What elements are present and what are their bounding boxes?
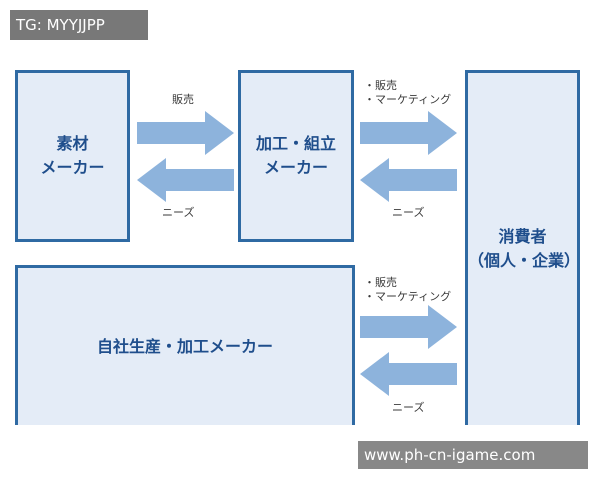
arrow-right-sales-3: [360, 305, 460, 349]
material-maker-line-1: 素材: [56, 134, 89, 153]
arrow-right-sales-1: [137, 111, 237, 155]
label-needs-3: ニーズ: [392, 401, 425, 414]
material-maker-box: 素材 メーカー: [15, 70, 130, 242]
material-maker-line-2: メーカー: [40, 158, 105, 177]
inhouse-maker-box: 自社生産・加工メーカー: [15, 265, 355, 425]
label-sales-marketing-1-line-1: ・販売: [364, 79, 397, 92]
label-sales-1: 販売: [172, 93, 194, 106]
arrow-left-needs-3: [360, 352, 460, 396]
arrow-right-sales-2: [360, 111, 460, 155]
processing-maker-line-1: 加工・組立: [255, 134, 336, 153]
label-needs-1: ニーズ: [162, 206, 195, 219]
label-sales-marketing-2-line-1: ・販売: [364, 276, 397, 289]
processing-maker-box: 加工・組立 メーカー: [238, 70, 354, 242]
label-needs-2: ニーズ: [392, 206, 425, 219]
label-sales-marketing-1-line-2: ・マーケティング: [364, 93, 452, 106]
watermark-top-left: TG: MYYJJPP: [10, 10, 148, 40]
consumer-line-1: 消費者: [498, 227, 547, 246]
inhouse-maker-line-1: 自社生産・加工メーカー: [96, 336, 273, 356]
arrow-left-needs-1: [137, 158, 237, 202]
label-sales-marketing-1: ・販売 ・マーケティング: [364, 79, 451, 107]
processing-maker-line-2: メーカー: [263, 158, 328, 177]
consumer-line-2: （個人・企業）: [468, 251, 581, 270]
consumer-box: 消費者 （個人・企業）: [465, 70, 580, 425]
watermark-bottom-right: www.ph-cn-igame.com: [358, 441, 588, 469]
label-sales-marketing-2-line-2: ・マーケティング: [364, 290, 452, 303]
arrow-left-needs-2: [360, 158, 460, 202]
label-sales-marketing-2: ・販売 ・マーケティング: [364, 276, 451, 304]
